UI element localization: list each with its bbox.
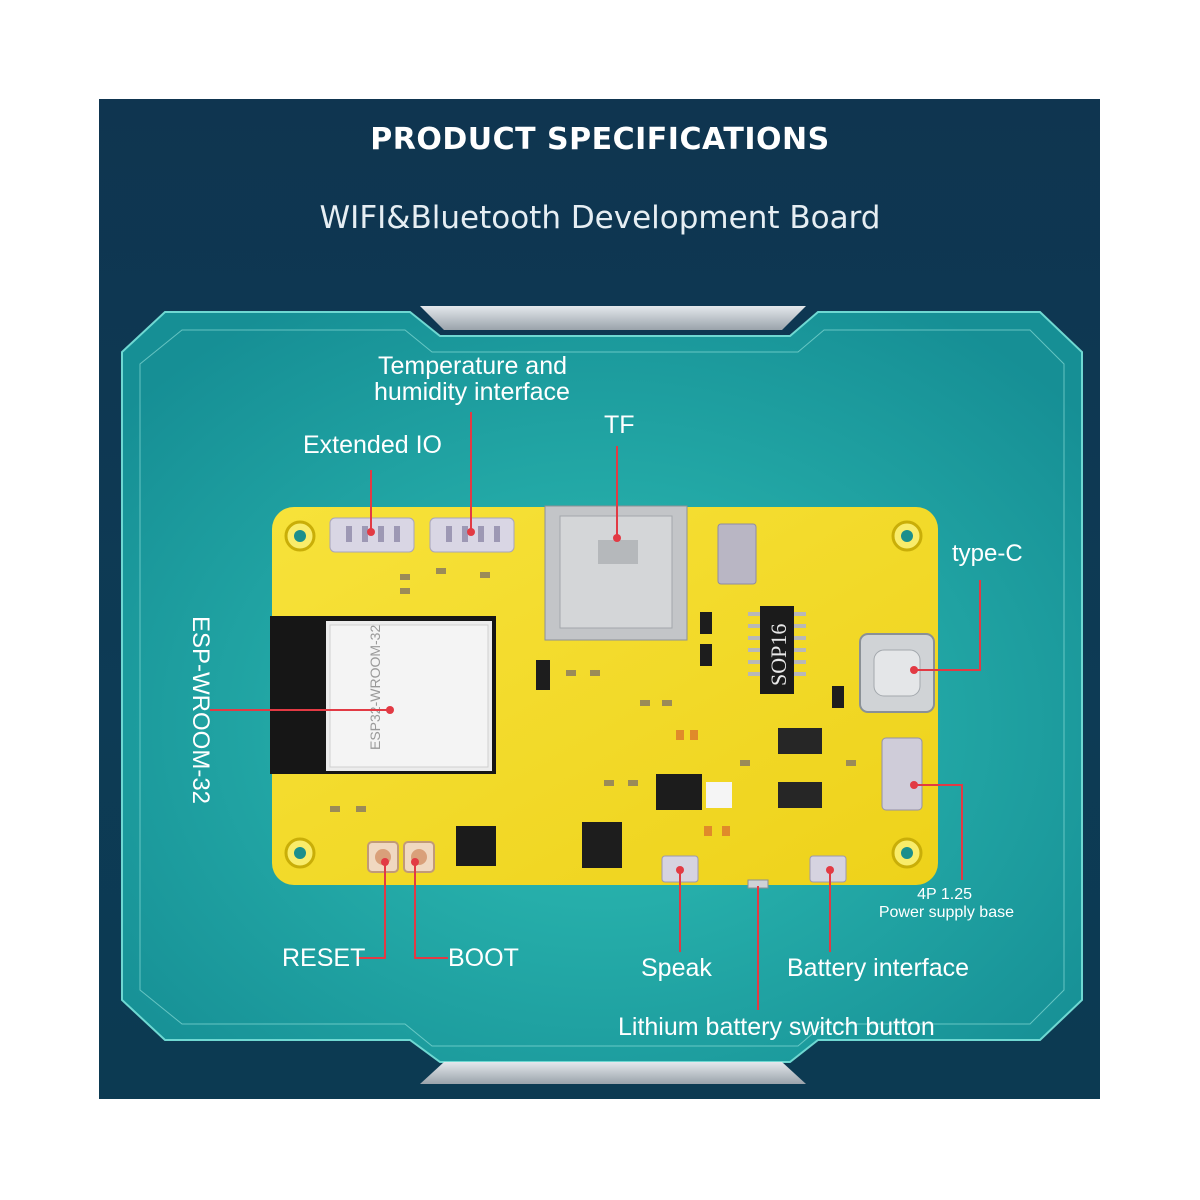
label-tf: TF xyxy=(604,411,635,439)
label-boot: BOOT xyxy=(448,944,519,972)
label-speak: Speak xyxy=(641,954,712,982)
label-type-c: type-C xyxy=(952,540,1023,567)
top-metal-bar xyxy=(420,306,806,330)
label-battery-interface: Battery interface xyxy=(787,954,970,982)
pcb-board: ESP32-WROOM-32 SOP16 xyxy=(270,505,938,889)
label-reset: RESET xyxy=(282,944,366,972)
label-esp-wroom-32: ESP-WROOM-32 xyxy=(187,616,214,805)
label-temperature-line1: Temperature and xyxy=(378,352,568,380)
page-title: PRODUCT SPECIFICATIONS xyxy=(370,122,830,157)
label-extended-io: Extended IO xyxy=(303,431,442,459)
module-silkscreen: ESP32-WROOM-32 xyxy=(367,625,383,750)
chip-silkscreen: SOP16 xyxy=(766,624,791,686)
label-power-line2: Power supply base xyxy=(878,904,1014,921)
page-subtitle: WIFI&Bluetooth Development Board xyxy=(319,200,881,236)
label-temperature-line2: humidity interface xyxy=(374,378,570,406)
label-power-line1: 4P 1.25 xyxy=(917,886,972,903)
label-lithium-switch: Lithium battery switch button xyxy=(618,1013,935,1041)
leader-lines xyxy=(210,412,981,1010)
bottom-metal-bar xyxy=(420,1062,806,1084)
